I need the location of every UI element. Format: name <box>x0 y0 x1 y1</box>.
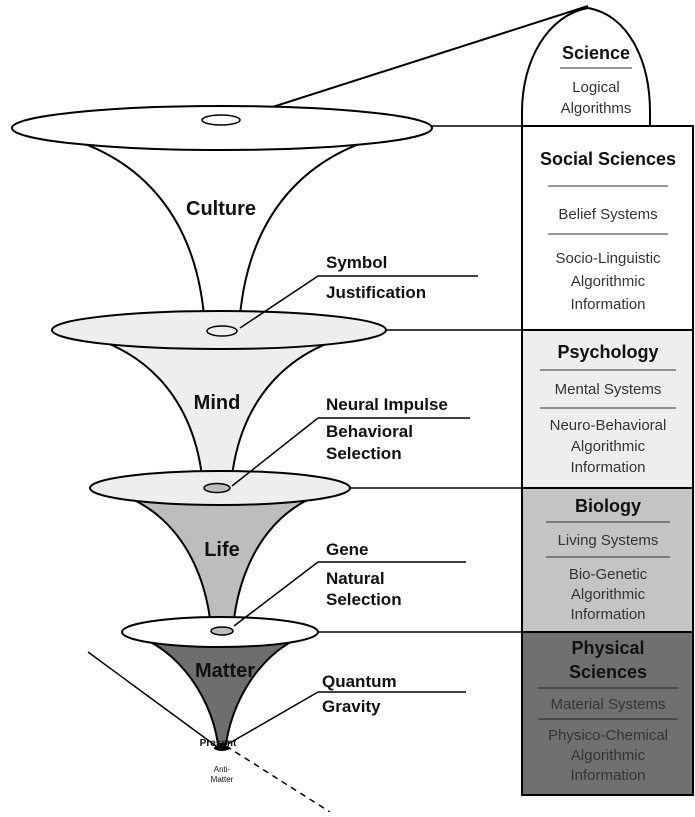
connector-leader <box>231 417 319 487</box>
anti-matter-label-2: Matter <box>211 775 234 784</box>
connector-leader <box>233 561 319 627</box>
panel-science-title: Science <box>562 43 630 63</box>
panel-psychology-box <box>521 329 694 489</box>
connector-quantum: Quantum Gravity <box>227 672 466 745</box>
science-pointer-line <box>231 5 589 121</box>
funnel-culture-label: Culture <box>186 198 256 220</box>
connector-gene-line3: Selection <box>326 590 402 609</box>
panel-physical-info2: Algorithmic <box>571 747 646 764</box>
panel-biology-info3: Information <box>570 606 645 623</box>
funnel-mind-outlet <box>203 482 231 494</box>
panel-psychology-info3: Information <box>570 459 645 476</box>
panel-science-line2: Algorithms <box>561 100 632 117</box>
funnel-life: Life <box>89 470 351 629</box>
connector-quantum-line2: Gravity <box>322 697 381 716</box>
funnel-culture-rim <box>11 105 433 151</box>
funnel-matter-body <box>121 631 319 745</box>
present-marker <box>214 745 230 751</box>
panel-social-info1: Socio-Linguistic <box>555 250 661 267</box>
panel-science-dome <box>521 6 651 127</box>
connector-gene: Gene Natural Selection <box>233 540 466 627</box>
connector-neural-line1: Neural Impulse <box>326 395 448 414</box>
funnel-culture-outlet <box>206 325 238 337</box>
panel-biology-info1: Bio-Genetic <box>569 566 648 583</box>
connector-symbol-line2: Justification <box>326 283 426 302</box>
panel-science: Science Logical Algorithms <box>521 6 651 127</box>
panel-physical-sciences: Physical Sciences Material Systems Physi… <box>521 631 694 796</box>
panel-social-title: Social Sciences <box>540 149 676 169</box>
connector-symbol-line1: Symbol <box>326 253 387 272</box>
light-cone-line <box>87 651 217 747</box>
panel-physical-title2: Sciences <box>569 662 647 682</box>
panel-social-info2: Algorithmic <box>571 273 646 290</box>
connector-leader <box>227 691 319 745</box>
panel-psychology-system: Mental Systems <box>555 381 662 398</box>
panel-social-system: Belief Systems <box>558 206 657 223</box>
funnel-life-label: Life <box>204 539 240 561</box>
panel-physical-system: Material Systems <box>550 696 665 713</box>
anti-matter-label-1: Anti- <box>214 765 231 774</box>
connector-neural-line2: Behavioral <box>326 422 413 441</box>
panel-social-info3: Information <box>570 296 645 313</box>
funnel-mind-label: Mind <box>194 392 241 414</box>
panel-social-box <box>521 125 694 331</box>
panel-psychology-info1: Neuro-Behavioral <box>550 417 667 434</box>
funnel-culture-hole <box>201 114 241 126</box>
panel-biology-title: Biology <box>575 496 641 516</box>
anti-matter-line <box>225 745 331 813</box>
funnel-matter: Matter <box>121 616 319 745</box>
panel-social-sciences: Social Sciences Belief Systems Socio-Lin… <box>521 125 694 331</box>
panel-science-line1: Logical <box>572 79 620 96</box>
connector-leader <box>239 275 319 329</box>
connector-gene-line1: Gene <box>326 540 369 559</box>
funnel-mind: Mind <box>51 310 387 487</box>
panel-biology: Biology Living Systems Bio-Genetic Algor… <box>521 487 694 633</box>
connector-symbol: Symbol Justification <box>239 253 478 329</box>
panel-biology-info2: Algorithmic <box>571 586 646 603</box>
panel-physical-info3: Information <box>570 767 645 784</box>
funnel-life-outlet <box>210 626 234 636</box>
connector-neural: Neural Impulse Behavioral Selection <box>231 395 470 487</box>
panel-psychology-info2: Algorithmic <box>571 438 646 455</box>
connector-neural-line3: Selection <box>326 444 402 463</box>
panel-physical-box <box>521 631 694 796</box>
panel-physical-title1: Physical <box>571 638 644 658</box>
rim-guides <box>316 125 522 633</box>
panel-psychology: Psychology Mental Systems Neuro-Behavior… <box>521 329 694 489</box>
funnel-matter-label: Matter <box>195 660 255 682</box>
connector-gene-line2: Natural <box>326 569 385 588</box>
panel-biology-system: Living Systems <box>558 532 659 549</box>
present-label: Present <box>200 738 237 749</box>
connector-quantum-line1: Quantum <box>322 672 397 691</box>
panel-physical-info1: Physico-Chemical <box>548 727 668 744</box>
panel-biology-box <box>521 487 694 633</box>
present-point: Present Anti- Matter <box>87 651 331 813</box>
panel-psychology-title: Psychology <box>557 342 658 362</box>
